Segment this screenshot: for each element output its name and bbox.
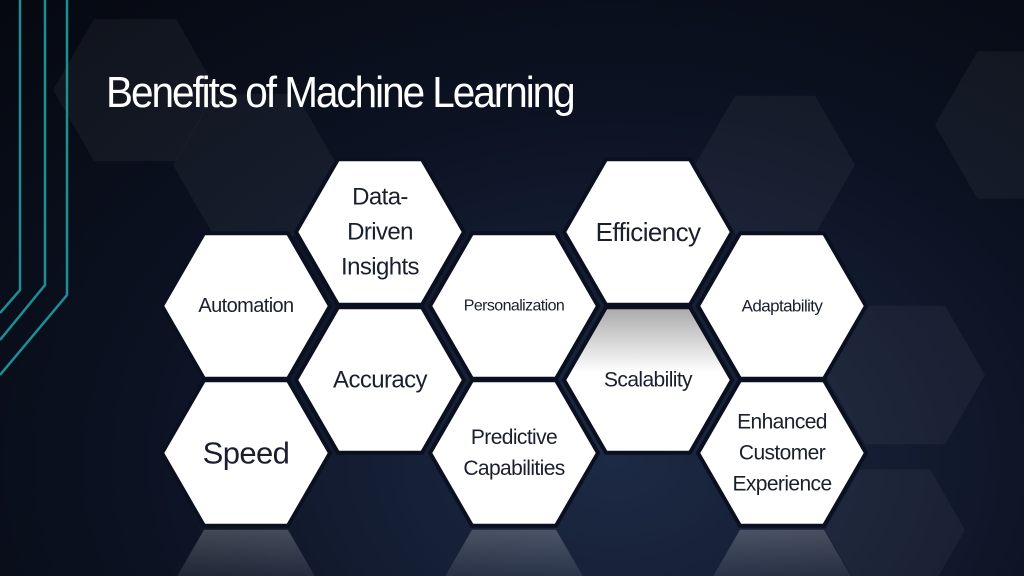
- background-hexagon: [695, 95, 855, 235]
- hexagon-label: Speed: [203, 436, 290, 471]
- hexagon-label: Experience: [732, 473, 831, 496]
- hexagon-shape: [293, 157, 467, 307]
- hexagon-label: Personalization: [464, 298, 564, 315]
- hexagon-label: Insights: [341, 254, 420, 281]
- hexagon-efficiency: Efficiency: [561, 157, 735, 307]
- background-hexagon: [935, 51, 1024, 199]
- accent-line-outer: [0, 0, 69, 376]
- hexagon-reflection: [177, 529, 315, 576]
- hexagon-accuracy: Accuracy: [293, 305, 467, 455]
- hexagon-speed: Speed: [159, 378, 333, 528]
- background-hexagon: [825, 305, 985, 445]
- hexagon-scalability: Scalability: [561, 305, 735, 455]
- hexagon-label: Efficiency: [596, 217, 701, 247]
- background-hexagon: [53, 19, 217, 161]
- hexagon-personalization: Personalization: [427, 231, 601, 381]
- hexagon-label: Enhanced: [737, 411, 827, 434]
- hexagon-label: Customer: [739, 442, 826, 465]
- hexagon-shape: [159, 378, 333, 528]
- hexagon-label: Capabilities: [463, 457, 564, 480]
- background-hexagon: [173, 94, 337, 236]
- hexagon-shape: [293, 305, 467, 455]
- hexagon-label: Driven: [347, 219, 413, 246]
- hexagon-shape: [561, 305, 735, 455]
- accent-line-middle: [0, 0, 47, 341]
- hexagon-shape: [427, 378, 601, 528]
- accent-line-inner: [0, 0, 22, 314]
- hexagon-reflection: [713, 529, 851, 576]
- hexagon-label: Data-: [352, 184, 408, 211]
- background-hexagon: [825, 469, 965, 576]
- hexagon-label: Predictive: [471, 426, 557, 449]
- background-hexagons: [53, 19, 1024, 576]
- hexagon-shape: [695, 378, 869, 528]
- hexagon-reflections: [177, 529, 851, 576]
- slide-title: Benefits of Machine Learning: [106, 68, 576, 117]
- hexagon-label: Accuracy: [333, 367, 427, 394]
- hexagon-shape: [561, 157, 735, 307]
- hexagon-reflection: [445, 529, 583, 576]
- accent-lines: [0, 0, 69, 376]
- hexagon-automation: Automation: [159, 231, 333, 381]
- hexagon-label: Adaptability: [742, 297, 824, 316]
- hexagon-label: Scalability: [604, 369, 693, 392]
- hexagon-label: Automation: [198, 295, 293, 317]
